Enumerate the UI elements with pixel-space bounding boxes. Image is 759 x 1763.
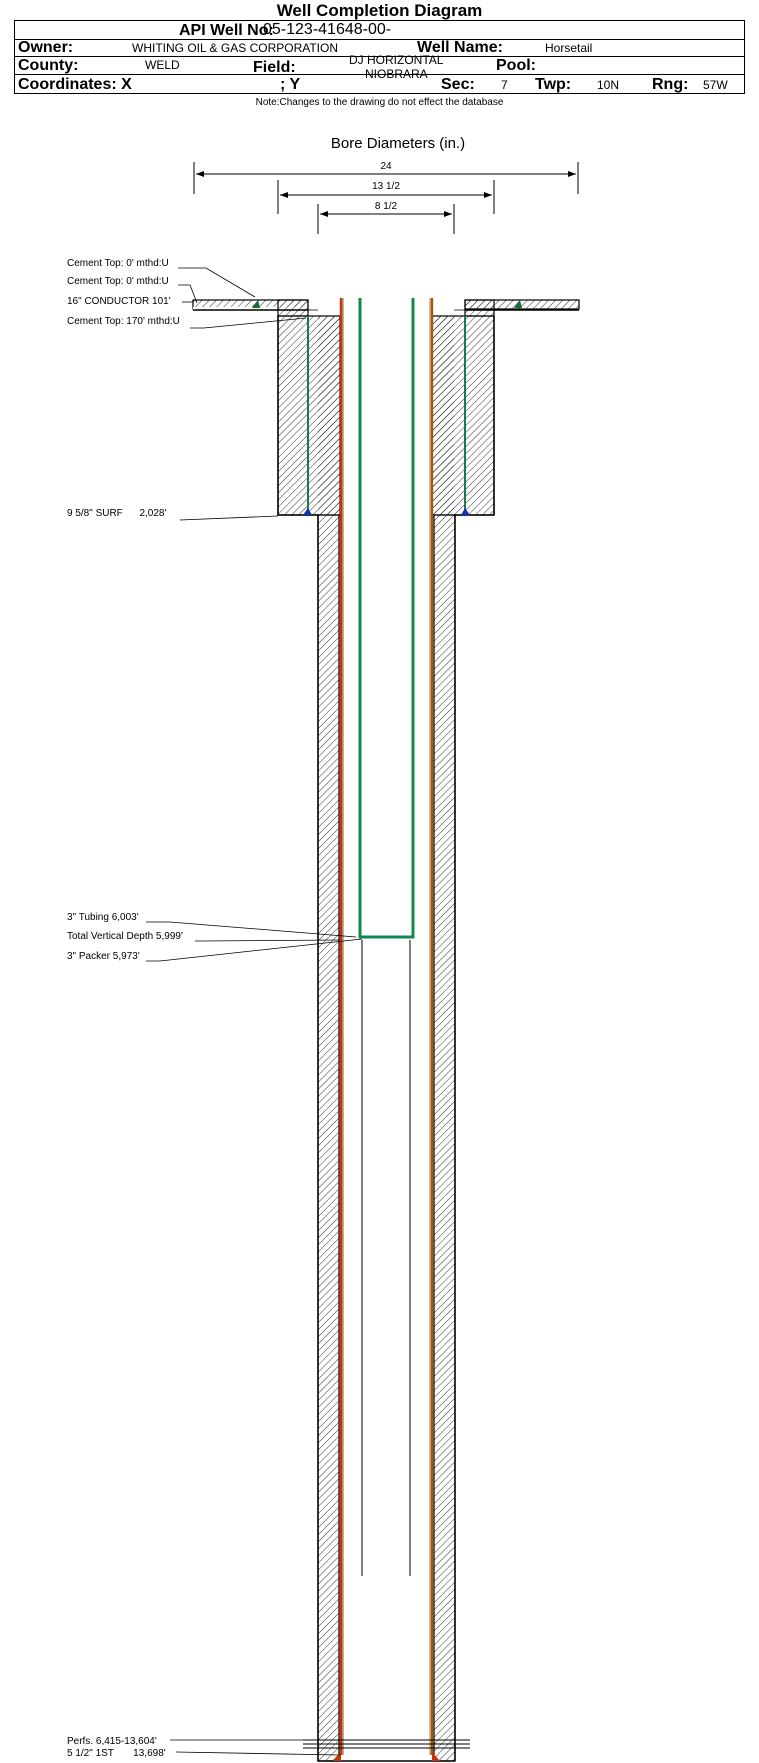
county-row: County: WELD Field: DJ HORIZONTAL Pool: xyxy=(15,53,744,76)
api-row: API Well No: 05-123-41648-00- xyxy=(15,21,744,39)
rng-value: 57W xyxy=(703,78,728,92)
leader-cement-top-2 xyxy=(178,284,198,304)
pool-label: Pool: xyxy=(496,57,536,74)
twp-value: 10N xyxy=(597,78,620,92)
field-value-1: DJ HORIZONTAL xyxy=(349,53,444,67)
well-header-table: API Well No: 05-123-41648-00- Owner: WHI… xyxy=(14,20,745,94)
label-packer: 3" Packer 5,973' xyxy=(67,951,140,962)
label-perfs: Perfs. 6,415-13,604' xyxy=(67,1736,157,1747)
tubing xyxy=(358,298,415,939)
twp-label: Twp: xyxy=(535,76,572,93)
coordinates-row: Coordinates: X ; Y NIOBRARA Sec: 7 Twp: … xyxy=(15,67,744,94)
label-conductor: 16" CONDUCTOR 101' xyxy=(67,296,171,307)
leader-surf xyxy=(179,515,279,521)
api-value: 05-123-41648-00- xyxy=(263,21,392,38)
leader-cement-top-1 xyxy=(178,267,256,298)
well-name-label: Well Name: xyxy=(417,39,503,56)
coord-x-label: Coordinates: X xyxy=(18,76,132,93)
production-shoe-right xyxy=(432,1752,440,1761)
cement-marker-left xyxy=(252,300,260,308)
leader-first xyxy=(175,1751,341,1756)
surface-shoe-right xyxy=(461,508,470,515)
note-text: Note:Changes to the drawing do not effec… xyxy=(255,97,504,108)
well-name-value: Horsetail xyxy=(545,41,593,55)
county-label: County: xyxy=(18,57,79,74)
field-value-2: NIOBRARA xyxy=(365,67,428,81)
leader-cement-top-3 xyxy=(190,317,307,329)
owner-value: WHITING OIL & GAS CORPORATION xyxy=(132,41,339,55)
leader-packer xyxy=(146,938,363,962)
cement-marker-right xyxy=(514,300,522,308)
label-tvd: Total Vertical Depth 5,999' xyxy=(67,931,183,942)
label-cement-top-1: Cement Top: 0' mthd:U xyxy=(67,258,169,269)
field-label: Field: xyxy=(253,59,296,76)
label-surf: 9 5/8" SURF 2,028' xyxy=(67,508,166,519)
coord-y-label: ; Y xyxy=(280,76,301,93)
rng-label: Rng: xyxy=(652,76,689,93)
dim-24-label: 24 xyxy=(380,161,392,172)
surface-shoe-left xyxy=(303,508,312,515)
page-title: Well Completion Diagram xyxy=(276,1,483,20)
production-shoe-left xyxy=(333,1752,341,1761)
label-cement-top-2: Cement Top: 0' mthd:U xyxy=(67,276,169,287)
divider xyxy=(15,39,744,40)
production-cement-right xyxy=(433,514,456,1762)
api-label: API Well No: xyxy=(179,22,274,39)
owner-row: Owner: WHITING OIL & GAS CORPORATION Wel… xyxy=(15,39,744,57)
dim-8-label: 8 1/2 xyxy=(375,201,398,212)
sec-value: 7 xyxy=(501,78,508,92)
sec-label: Sec: xyxy=(441,76,475,93)
owner-label: Owner: xyxy=(18,39,74,56)
county-value: WELD xyxy=(145,58,180,72)
bore-diameters-title: Bore Diameters (in.) xyxy=(331,135,465,152)
leader-tubing xyxy=(146,921,357,938)
production-cement-left xyxy=(317,514,340,1762)
label-tubing: 3" Tubing 6,003' xyxy=(67,912,139,923)
dim-13-label: 13 1/2 xyxy=(372,181,400,192)
label-cement-top-3: Cement Top: 170' mthd:U xyxy=(67,316,180,327)
label-first: 5 1/2" 1ST 13,698' xyxy=(67,1748,166,1759)
leader-tvd xyxy=(195,939,341,942)
